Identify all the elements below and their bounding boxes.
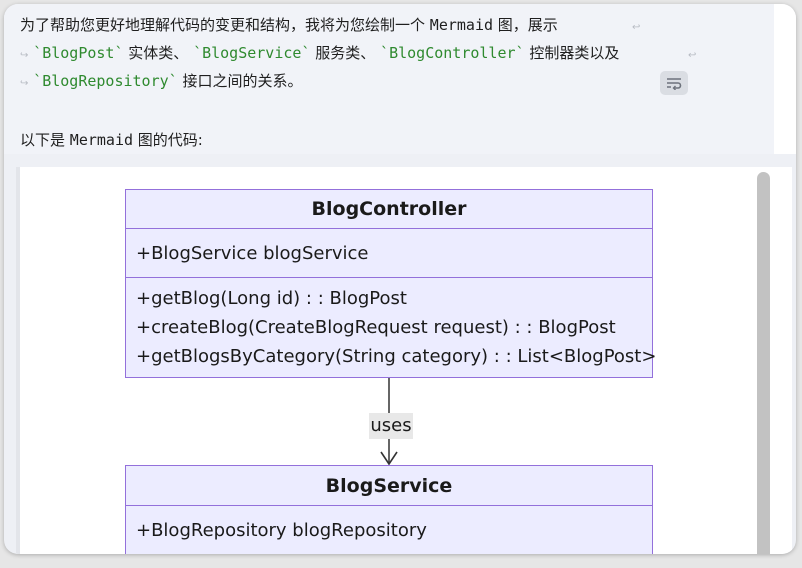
soft-wrap-toggle-button[interactable] [660, 71, 688, 95]
message-text: 控制器类以及 [529, 44, 620, 62]
message-text: 图，展示 [497, 16, 558, 34]
mermaid-term: Mermaid [429, 16, 494, 34]
class-attributes: +BlogService blogService [126, 229, 652, 278]
message-text: 以下是 [20, 131, 66, 149]
message-text: 图的代码: [137, 131, 203, 149]
class-method: +createBlog(CreateBlogRequest request) :… [136, 317, 616, 338]
class-attribute: +BlogRepository blogRepository [136, 520, 427, 541]
class-methods: +getBlog(Long id) : : BlogPost +createBl… [126, 278, 657, 371]
chat-window: 为了帮助您更好地理解代码的变更和结构，我将为您绘制一个 Mermaid 图，展示… [4, 4, 796, 554]
message-line-1: 为了帮助您更好地理解代码的变更和结构，我将为您绘制一个 Mermaid 图，展示 [20, 14, 558, 36]
message-text: 接口之间的关系。 [182, 72, 303, 90]
inline-code-blogservice: `BlogService` [193, 44, 311, 62]
class-method: +getBlog(Long id) : : BlogPost [136, 288, 407, 309]
line-wrap-marker-icon: ↩ [688, 50, 697, 61]
message-text: 为了帮助您更好地理解代码的变更和结构，我将为您绘制一个 [20, 16, 426, 34]
diagram-scrollbar[interactable] [757, 172, 770, 554]
message-line-4: 以下是 Mermaid 图的代码: [20, 129, 203, 151]
line-wrap-marker-icon: ↪ [20, 78, 29, 89]
class-title: BlogController [126, 190, 652, 229]
class-title: BlogService [126, 466, 652, 506]
mermaid-term: Mermaid [69, 131, 134, 149]
line-wrap-marker-icon: ↪ [20, 50, 29, 61]
message-text: 实体类、 [128, 44, 189, 62]
assistant-message: 为了帮助您更好地理解代码的变更和结构，我将为您绘制一个 Mermaid 图，展示… [4, 4, 774, 154]
class-attributes: +BlogRepository blogRepository [126, 506, 652, 554]
class-method: +getBlogsByCategory(String category) : :… [136, 346, 657, 367]
line-wrap-marker-icon: ↩ [632, 22, 641, 33]
edge-label-uses: uses [369, 413, 413, 439]
class-blogservice: BlogService +BlogRepository blogReposito… [125, 465, 653, 554]
inline-code-blogrepository: `BlogRepository` [33, 72, 178, 90]
message-text: 服务类、 [315, 44, 376, 62]
message-line-2: ↪ `BlogPost` 实体类、 `BlogService` 服务类、 `Bl… [20, 42, 619, 67]
message-line-3: ↪ `BlogRepository` 接口之间的关系。 [20, 70, 302, 95]
inline-code-blogpost: `BlogPost` [33, 44, 124, 62]
inline-code-blogcontroller: `BlogController` [380, 44, 525, 62]
side-gutter [774, 4, 796, 154]
class-attribute: +BlogService blogService [136, 243, 369, 264]
class-blogcontroller: BlogController +BlogService blogService … [125, 189, 657, 378]
soft-wrap-icon [667, 78, 682, 90]
